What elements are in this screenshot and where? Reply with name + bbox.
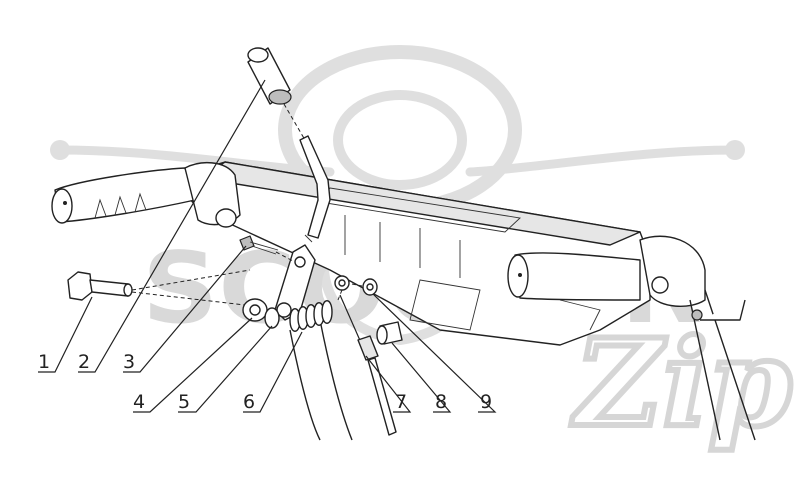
- callout-7: 7: [395, 391, 407, 413]
- callout-4: 4: [133, 391, 145, 413]
- callout-1: 1: [38, 351, 50, 373]
- lever-knob-part: [247, 47, 306, 141]
- callout-9: 9: [480, 391, 492, 413]
- callout-3: 3: [123, 351, 135, 373]
- callout-2: 2: [78, 351, 90, 373]
- leader-lines: [38, 79, 497, 413]
- watermark-script: Zip: [571, 313, 792, 454]
- callout-6: 6: [243, 391, 255, 413]
- callout-8: 8: [435, 391, 447, 413]
- parts: [67, 47, 403, 436]
- handlebar-frame: [51, 161, 756, 441]
- pivot-bolt-part: [67, 269, 251, 306]
- washer-part: [242, 298, 268, 322]
- spring-part: [289, 300, 333, 332]
- bushing-part: [376, 321, 403, 345]
- small-washer-part: [351, 278, 378, 296]
- small-bolt-part: [239, 235, 296, 263]
- callouts: 1 2 3 4 5 6 7 8 9: [38, 351, 492, 413]
- callout-5: 5: [178, 391, 190, 413]
- brake-cable-part: [334, 275, 397, 436]
- spacer-part: [264, 307, 280, 329]
